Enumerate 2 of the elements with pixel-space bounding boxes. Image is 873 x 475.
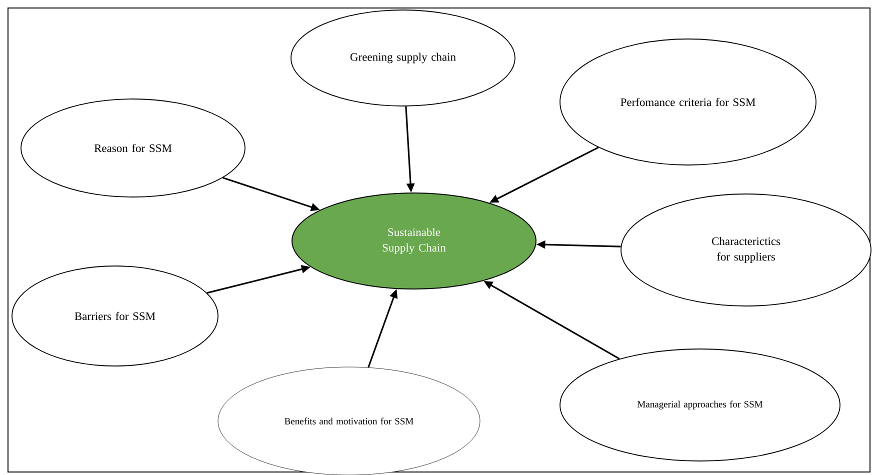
node-label: Benefits and motivation for SSM <box>284 418 414 424</box>
node-label: Characterictics for suppliers <box>712 237 780 263</box>
